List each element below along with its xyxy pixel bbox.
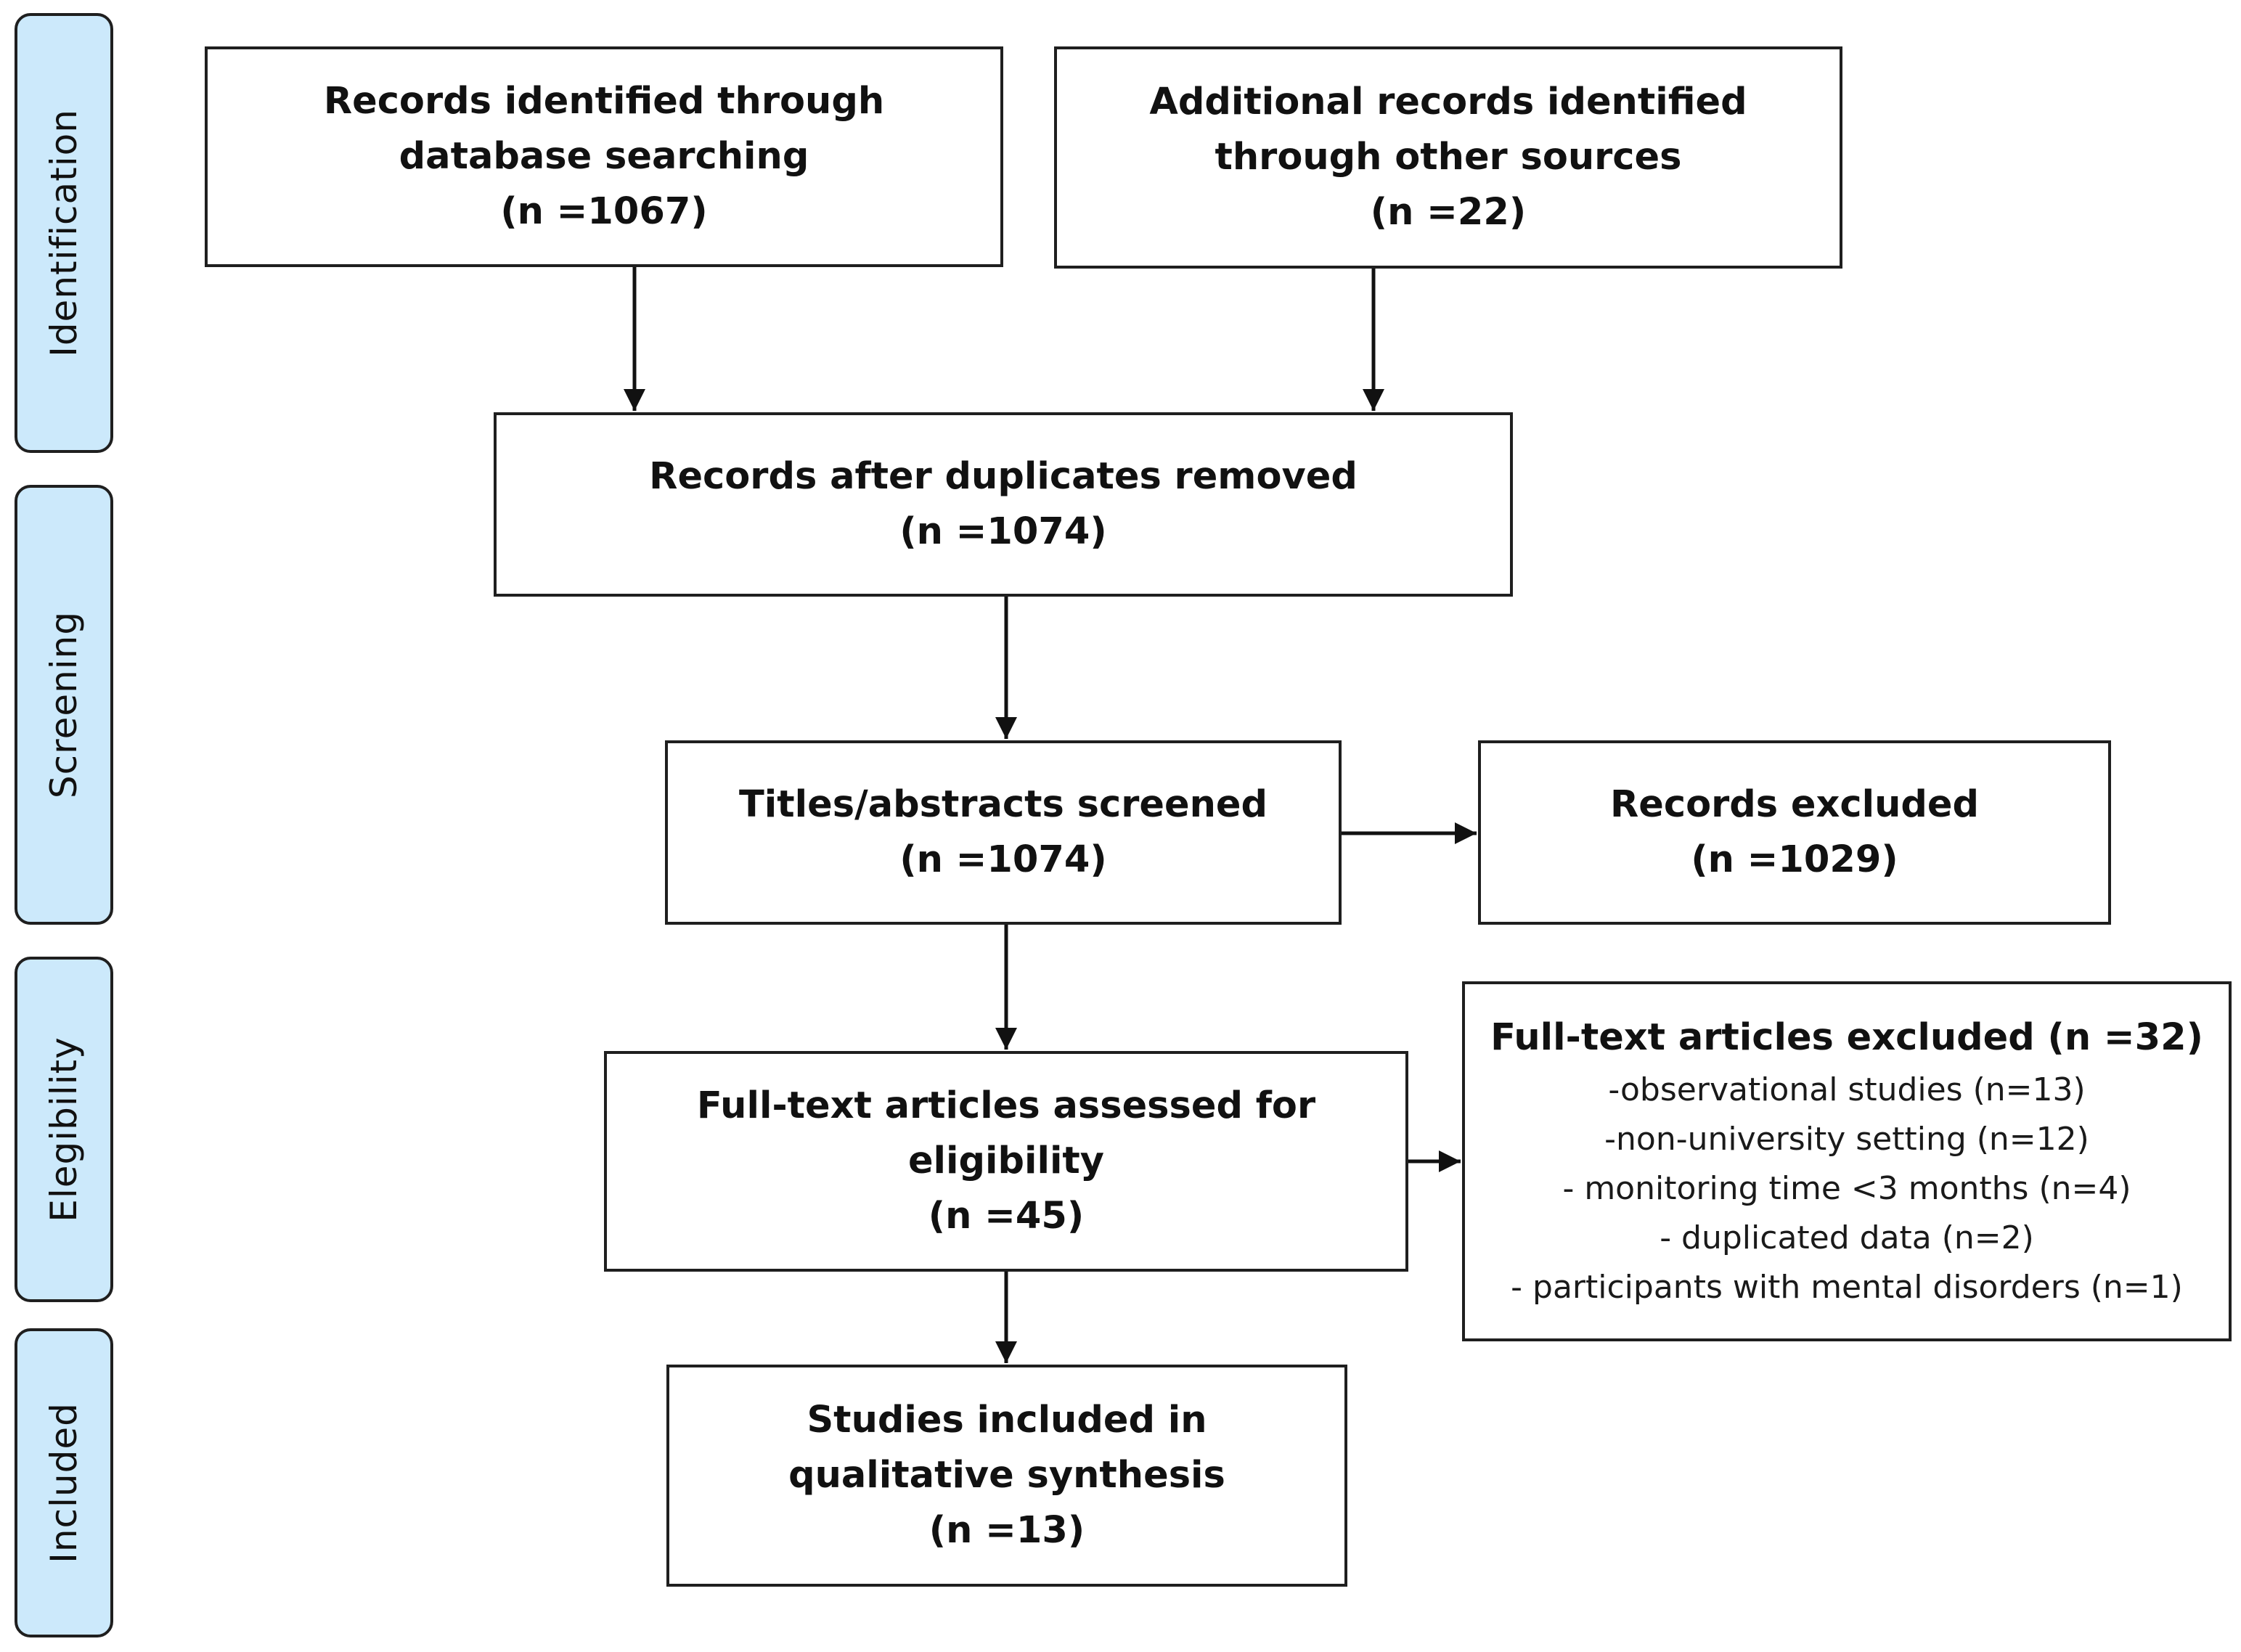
- box-count: (n =1067): [500, 190, 708, 233]
- box-title: Studies included in qualitative synthesi…: [788, 1399, 1225, 1497]
- database-records-box: Records identified through database sear…: [205, 46, 1003, 267]
- box-count: (n =1074): [899, 838, 1107, 881]
- box-title: Records after duplicates removed: [649, 455, 1358, 498]
- exclusion-reason: -non-university setting (n=12): [1604, 1121, 2089, 1158]
- stage-included: Included: [15, 1328, 113, 1637]
- stage-screening: Screening: [15, 485, 113, 925]
- stage-identification: Identification: [15, 13, 113, 453]
- exclusion-reason: - monitoring time <3 months (n=4): [1562, 1170, 2131, 1207]
- studies-included-box: Studies included in qualitative synthesi…: [666, 1365, 1347, 1587]
- records-excluded-box: Records excluded (n =1029): [1478, 740, 2111, 925]
- stage-eligibility: Elegibility: [15, 957, 113, 1302]
- box-count: (n =1074): [899, 510, 1107, 553]
- fulltext-assessed-box: Full-text articles assessed for eligibil…: [604, 1051, 1408, 1272]
- box-title: Records identified through database sear…: [323, 80, 885, 178]
- exclusion-reason: - duplicated data (n=2): [1660, 1219, 2034, 1256]
- box-title: Additional records identified through ot…: [1149, 81, 1747, 179]
- exclusion-reason: -observational studies (n=13): [1608, 1071, 2086, 1108]
- box-title: Full-text articles excluded (n =32): [1490, 1016, 2203, 1059]
- titles-screened-box: Titles/abstracts screened (n =1074): [665, 740, 1342, 925]
- other-sources-box: Additional records identified through ot…: [1054, 46, 1842, 269]
- exclusion-reason: - participants with mental disorders (n=…: [1511, 1269, 2183, 1306]
- box-title: Records excluded: [1609, 783, 1979, 826]
- duplicates-removed-box: Records after duplicates removed (n =107…: [494, 412, 1513, 597]
- box-count: (n =13): [928, 1509, 1085, 1552]
- box-count: (n =45): [928, 1195, 1085, 1238]
- box-title: Titles/abstracts screened: [739, 783, 1268, 826]
- fulltext-excluded-box: Full-text articles excluded (n =32) -obs…: [1462, 981, 2232, 1341]
- box-count: (n =1029): [1691, 838, 1898, 881]
- box-title: Full-text articles assessed for eligibil…: [696, 1084, 1316, 1182]
- box-count: (n =22): [1370, 191, 1527, 234]
